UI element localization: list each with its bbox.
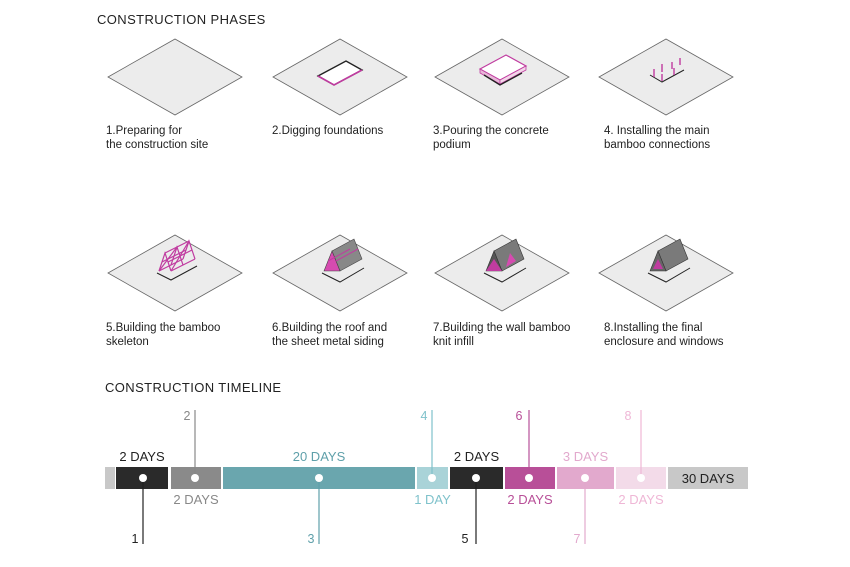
timeline-step-number-5: 5 xyxy=(462,532,469,546)
timeline-dot-1 xyxy=(139,474,147,482)
timeline-duration-1: 2 DAYS xyxy=(119,449,165,464)
timeline-duration-6: 2 DAYS xyxy=(507,492,553,507)
timeline-dot-8 xyxy=(637,474,645,482)
phase-2-caption: 2.Digging foundations xyxy=(272,125,384,137)
timeline-dot-2 xyxy=(191,474,199,482)
timeline-step-number-4: 4 xyxy=(421,409,428,423)
timeline-total-label: 30 DAYS xyxy=(682,471,735,486)
timeline-duration-7: 3 DAYS xyxy=(563,449,609,464)
phase-2-foundations-plate xyxy=(272,38,408,116)
phase-6-roof-plate xyxy=(272,234,408,312)
timeline-step-number-3: 3 xyxy=(308,532,315,546)
timeline-dot-3 xyxy=(315,474,323,482)
phase-4-connections-plate xyxy=(598,38,734,116)
timeline-dot-6 xyxy=(525,474,533,482)
timeline-step-number-1: 1 xyxy=(132,532,139,546)
phases-title: CONSTRUCTION PHASES xyxy=(97,12,266,27)
timeline-chart: 1 2 DAYS 2 2 DAYS 3 20 DAYS 4 1 DAY 5 2 DAYS 6 2 DA… xyxy=(105,409,748,546)
timeline-title: CONSTRUCTION TIMELINE xyxy=(105,380,282,395)
timeline-duration-2: 2 DAYS xyxy=(173,492,219,507)
phase-1-site-plate xyxy=(107,38,243,116)
timeline-duration-4: 1 DAY xyxy=(414,492,451,507)
timeline-total-block xyxy=(668,467,748,489)
phase-7-infill-plate xyxy=(434,234,570,312)
timeline-step-number-8: 8 xyxy=(625,409,632,423)
timeline-dot-7 xyxy=(581,474,589,482)
timeline-duration-5: 2 DAYS xyxy=(454,449,500,464)
timeline-step-number-2: 2 xyxy=(184,409,191,423)
phase-8-enclosure-plate xyxy=(598,234,734,312)
timeline-start-cap xyxy=(105,467,115,489)
phase-5-skeleton-plate xyxy=(107,234,243,312)
timeline-dot-5 xyxy=(472,474,480,482)
timeline-duration-8: 2 DAYS xyxy=(618,492,664,507)
phase-3-podium-plate xyxy=(434,38,570,116)
timeline-duration-3: 20 DAYS xyxy=(293,449,346,464)
timeline-dot-4 xyxy=(428,474,436,482)
timeline-step-number-6: 6 xyxy=(516,409,523,423)
timeline-step-number-7: 7 xyxy=(574,532,581,546)
